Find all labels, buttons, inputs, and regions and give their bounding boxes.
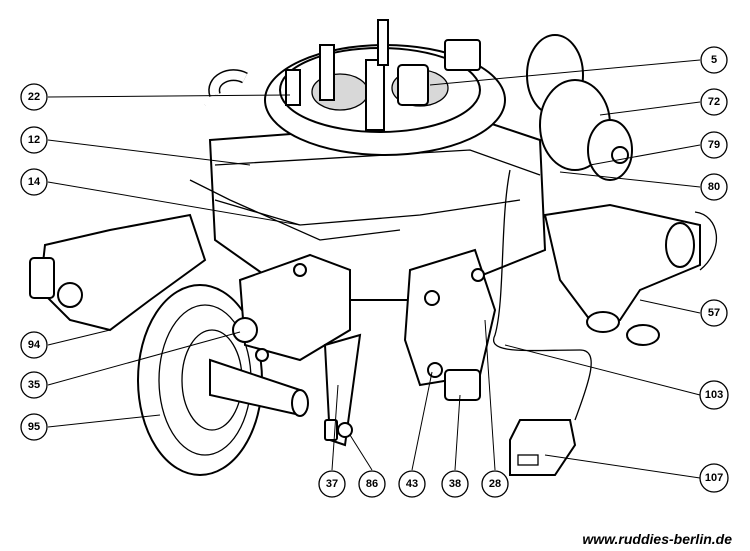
callout-label-103: 103	[705, 389, 723, 401]
callout-label-86: 86	[366, 478, 378, 490]
callout-95: 95	[20, 413, 48, 441]
callout-28: 28	[481, 470, 509, 498]
callout-label-43: 43	[406, 478, 418, 490]
callout-94: 94	[20, 331, 48, 359]
callout-43: 43	[398, 470, 426, 498]
callout-label-38: 38	[449, 478, 461, 490]
watermark-text: www.ruddies-berlin.de	[582, 531, 732, 547]
callout-14: 14	[20, 168, 48, 196]
callout-label-28: 28	[489, 478, 501, 490]
callout-79: 79	[700, 131, 728, 159]
callout-22: 22	[20, 83, 48, 111]
callout-label-12: 12	[28, 134, 40, 146]
callout-37: 37	[318, 470, 346, 498]
callout-label-35: 35	[28, 379, 40, 391]
callout-35: 35	[20, 371, 48, 399]
callouts: 5 72 79 80 57 103 107 22 12 14 94	[20, 46, 729, 498]
callout-label-14: 14	[28, 176, 41, 188]
callout-12: 12	[20, 126, 48, 154]
callout-label-57: 57	[708, 307, 720, 319]
callout-103: 103	[699, 380, 729, 410]
callout-label-22: 22	[28, 91, 40, 103]
callout-label-37: 37	[326, 478, 338, 490]
callout-label-95: 95	[28, 421, 40, 433]
callout-label-79: 79	[708, 139, 720, 151]
callout-86: 86	[358, 470, 386, 498]
callout-label-80: 80	[708, 181, 720, 193]
leader-lines	[47, 59, 701, 479]
callout-80: 80	[700, 173, 728, 201]
callout-57: 57	[700, 299, 728, 327]
callout-5: 5	[700, 46, 728, 74]
callout-107: 107	[699, 463, 729, 493]
callout-label-94: 94	[28, 339, 41, 351]
callout-label-72: 72	[708, 96, 720, 108]
callout-label-107: 107	[705, 472, 723, 484]
callout-label-5: 5	[711, 54, 717, 66]
callout-72: 72	[700, 88, 728, 116]
carburetor-illustration	[29, 19, 717, 476]
callout-38: 38	[441, 470, 469, 498]
